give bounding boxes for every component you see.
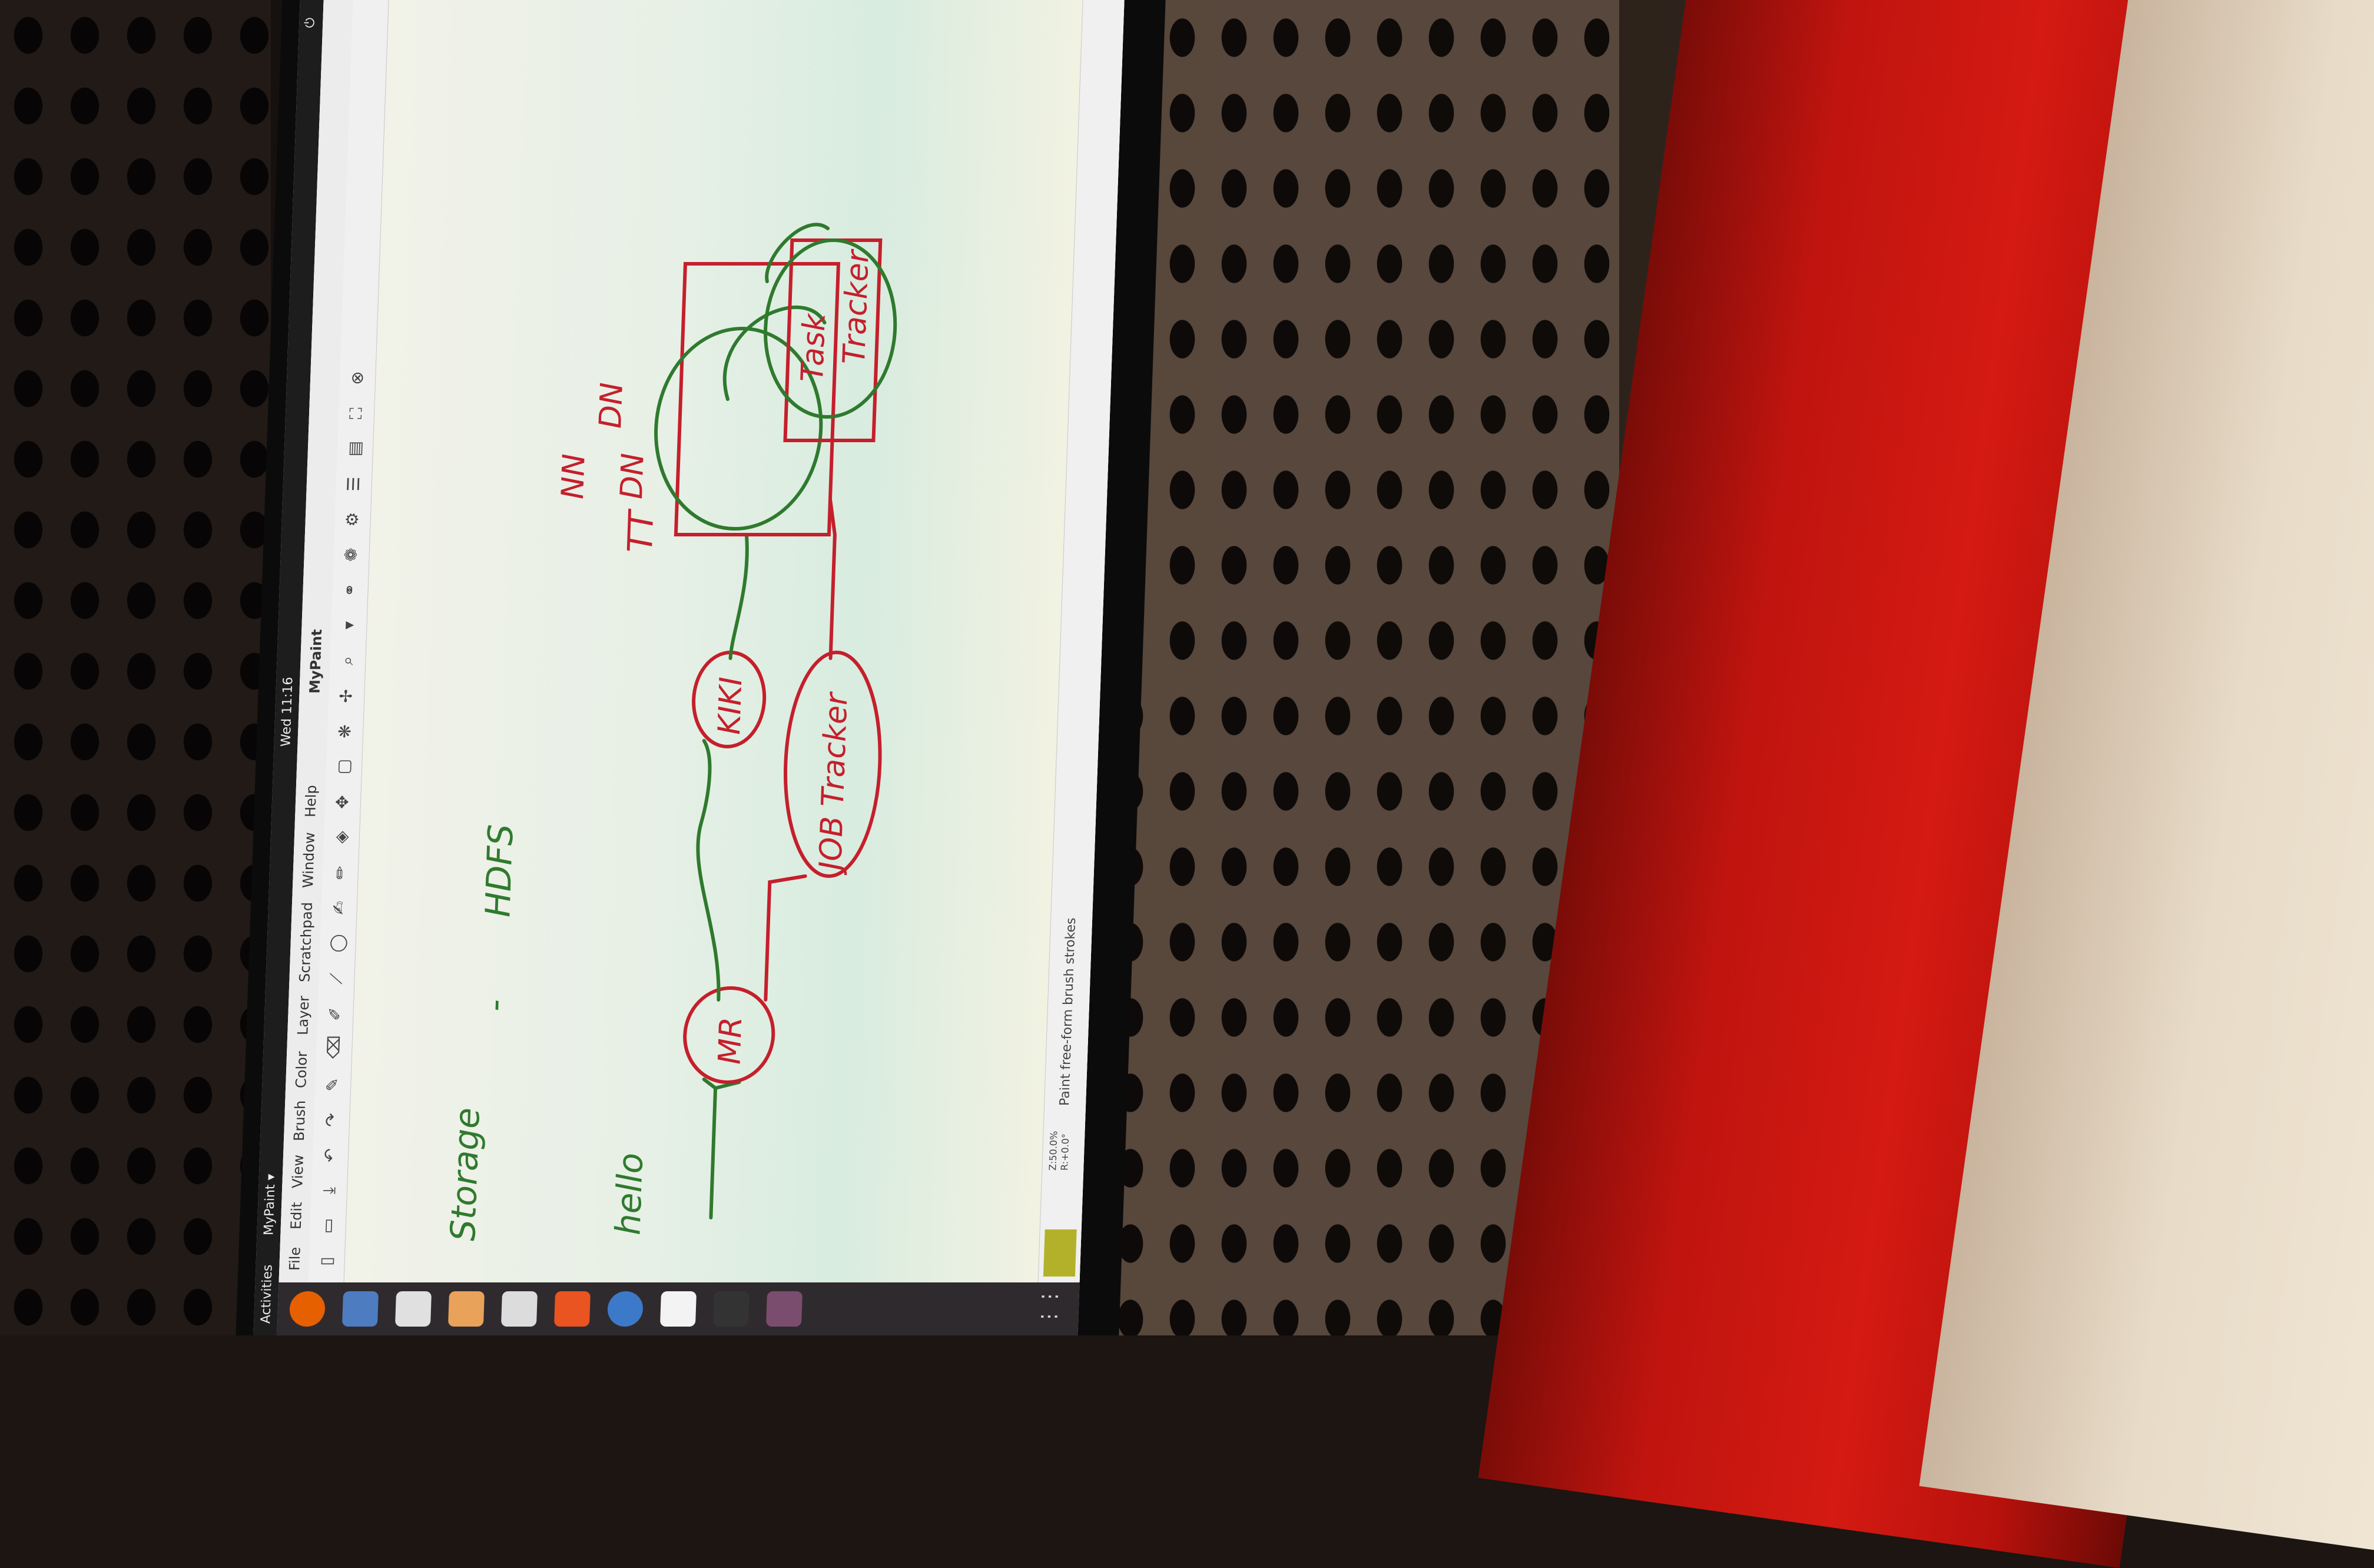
settings-icon[interactable]: ⚙	[342, 512, 363, 527]
monitor-screen: Activities MyPaint ▾ Wed 11:16 ⏻ ⋮⋮ File…	[253, 0, 1125, 1335]
kiki-dn-link	[728, 533, 749, 660]
menu-scratchpad[interactable]: Scratchpad	[296, 902, 316, 982]
menu-layer[interactable]: Layer	[294, 996, 313, 1035]
nn-text: NN	[555, 453, 592, 499]
mr-kiki-link	[696, 739, 721, 1002]
apps-grid-icon[interactable]: ⋮⋮	[1036, 1287, 1062, 1327]
mypaint-icon[interactable]	[765, 1291, 803, 1327]
kiki-text: KIKI	[712, 677, 749, 735]
save-icon[interactable]: ⤓	[319, 1186, 339, 1195]
help-icon[interactable]	[606, 1291, 644, 1327]
canvas-drawing: hello Storage - HDFS TT MR KIKI JOB Trac…	[443, 223, 897, 1241]
system-menu-icon[interactable]: ⏻	[302, 18, 318, 28]
dropdown-icon[interactable]: ▾	[339, 621, 359, 630]
storage-text: Storage	[443, 1108, 488, 1241]
desktop: Activities MyPaint ▾ Wed 11:16 ⏻ ⋮⋮ File…	[253, 0, 1125, 1335]
files-icon[interactable]	[394, 1291, 432, 1327]
brush-icon[interactable]: ✎	[322, 1078, 343, 1092]
dn-text-2: DN	[593, 382, 630, 429]
drawing-canvas[interactable]: hello Storage - HDFS TT MR KIKI JOB Trac…	[344, 0, 1083, 1282]
symmetry-icon[interactable]: ❋	[334, 724, 355, 738]
palette-icon[interactable]: ❁	[341, 548, 362, 562]
line-icon[interactable]: ⟋	[326, 973, 346, 984]
menu-edit[interactable]: Edit	[287, 1202, 306, 1229]
color-picker-icon[interactable]: ⚭	[340, 583, 360, 597]
frame-icon[interactable]: ▢	[333, 758, 354, 775]
hello-text: hello	[608, 1153, 651, 1235]
freehand-icon[interactable]: ✍	[329, 901, 349, 915]
writer-icon[interactable]	[500, 1291, 538, 1327]
hdfs-box	[674, 262, 841, 536]
close-icon[interactable]: ⊗	[347, 371, 367, 385]
tracker-text: Tracker	[837, 248, 876, 364]
mr-job-link	[764, 874, 807, 1002]
pencil-icon[interactable]: ✏	[330, 866, 350, 880]
dn-cluster-circle	[654, 327, 823, 531]
mr-text: MR	[712, 1017, 749, 1065]
eraser-icon[interactable]: ⌫	[323, 1035, 344, 1059]
rotation-value: R:+0.0°	[1059, 1133, 1072, 1171]
menu-file[interactable]: File	[286, 1247, 304, 1271]
redo-icon[interactable]: ↷	[321, 1113, 341, 1127]
task-tracker-circle	[763, 238, 897, 419]
hello-arrow	[709, 1086, 718, 1219]
hdfs-text: HDFS	[478, 824, 521, 917]
tt-text: TT	[620, 508, 662, 552]
dash-text: -	[475, 999, 515, 1012]
amazon-icon[interactable]	[659, 1291, 697, 1327]
nn-loop	[722, 305, 827, 401]
new-icon[interactable]: ▯	[316, 1257, 337, 1266]
window-title: MyPaint	[306, 629, 326, 694]
pan-icon[interactable]: ✢	[336, 689, 356, 703]
task-text: Task	[795, 313, 833, 382]
zoom-icon[interactable]: ⌕	[337, 656, 357, 665]
move-layer-icon[interactable]: ✥	[332, 795, 353, 809]
dock: ⋮⋮	[277, 1282, 1080, 1335]
firefox-icon[interactable]	[289, 1291, 326, 1327]
status-message: Paint free-form brush strokes	[1057, 917, 1079, 1106]
activities-button[interactable]: Activities	[258, 1264, 276, 1324]
thunderbird-icon[interactable]	[341, 1291, 379, 1327]
menu-window[interactable]: Window	[299, 832, 319, 888]
open-icon[interactable]: ▭	[317, 1218, 338, 1234]
terminal-icon[interactable]	[712, 1291, 750, 1327]
job-task-link	[828, 498, 837, 660]
ellipse-icon[interactable]: ◯	[327, 934, 348, 953]
dn-text-1: DN	[614, 453, 651, 499]
app-menu[interactable]: MyPaint ▾	[261, 1173, 278, 1235]
left-speaker-grill	[0, 0, 271, 1335]
job-tracker-circle	[783, 651, 882, 878]
zoom-value: Z:50.0%	[1047, 1131, 1060, 1171]
fullscreen-icon[interactable]: ⛶	[346, 407, 366, 419]
menu-view[interactable]: View	[289, 1155, 307, 1188]
layers-icon[interactable]: ▤	[344, 440, 365, 457]
rhythmbox-icon[interactable]	[447, 1291, 485, 1327]
color-swatch[interactable]	[1043, 1229, 1077, 1277]
menu-color[interactable]: Color	[293, 1051, 311, 1088]
pen-icon[interactable]: ✐	[325, 1007, 345, 1021]
software-icon[interactable]	[553, 1291, 591, 1327]
menu-help[interactable]: Help	[302, 785, 320, 817]
mr-circle	[683, 986, 775, 1084]
zoom-readout: Z:50.0% R:+0.0°	[1047, 1131, 1072, 1171]
tt-link	[765, 223, 830, 283]
menu-brush[interactable]: Brush	[290, 1100, 309, 1141]
mypaint-window: File Edit View Brush Color Layer Scratch…	[278, 0, 1125, 1282]
job-tracker-text: JOB Tracker	[813, 691, 855, 876]
menu-icon[interactable]: ☰	[343, 476, 364, 492]
undo-icon[interactable]: ↶	[320, 1148, 340, 1162]
fill-icon[interactable]: ◈	[331, 831, 352, 844]
clock[interactable]: Wed 11:16	[278, 677, 296, 747]
